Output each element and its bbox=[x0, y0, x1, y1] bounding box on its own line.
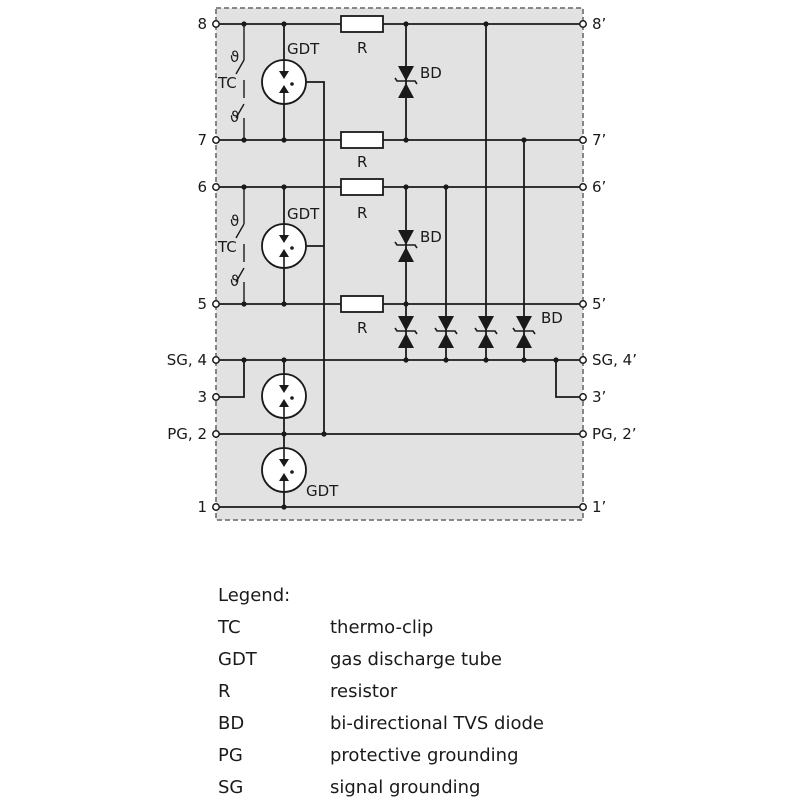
legend-abbr: GDT bbox=[218, 649, 257, 670]
tvs-label: BD bbox=[541, 309, 563, 327]
legend-abbr: TC bbox=[218, 617, 241, 638]
terminal-label-right: 5’ bbox=[592, 295, 606, 313]
thermo-clip-label: TC bbox=[217, 74, 237, 92]
gdt-bottom bbox=[261, 447, 307, 493]
terminal-label-right: PG, 2’ bbox=[592, 425, 637, 443]
resistor-7 bbox=[340, 131, 384, 149]
legend-row: TC thermo-clip bbox=[218, 612, 638, 644]
terminal-label-left: PG, 2 bbox=[167, 425, 207, 443]
gdt-label: GDT bbox=[306, 482, 339, 500]
legend-row: BD bi-directional TVS diode bbox=[218, 708, 638, 740]
tvs-label: BD bbox=[420, 228, 442, 246]
legend-row: GDT gas discharge tube bbox=[218, 644, 638, 676]
legend-desc: gas discharge tube bbox=[330, 649, 502, 670]
terminal-label-left: 5 bbox=[197, 295, 207, 313]
terminal-label-right: 8’ bbox=[592, 15, 606, 33]
terminal-label-right: 1’ bbox=[592, 498, 606, 516]
legend-desc: thermo-clip bbox=[330, 617, 434, 638]
terminal-label-left: 8 bbox=[197, 15, 207, 33]
resistor-label: R bbox=[357, 319, 367, 337]
thermo-clip-middle bbox=[235, 187, 245, 304]
legend-abbr: PG bbox=[218, 745, 243, 766]
terminal-label-left: SG, 4 bbox=[167, 351, 207, 369]
legend-desc: bi-directional TVS diode bbox=[330, 713, 544, 734]
legend: Legend: TC thermo-clip GDT gas discharge t… bbox=[218, 580, 638, 804]
thermo-clip-label: TC bbox=[217, 238, 237, 256]
resistor-8 bbox=[340, 15, 384, 33]
gdt-common-bus bbox=[306, 81, 325, 434]
terminal-label-left: 7 bbox=[197, 131, 207, 149]
tvs-label: BD bbox=[420, 64, 442, 82]
line-3-right bbox=[555, 360, 580, 398]
legend-row: PG protective grounding bbox=[218, 740, 638, 772]
thermo-symbol: ϑ bbox=[230, 108, 239, 126]
gdt-label: GDT bbox=[287, 40, 320, 58]
line-3-left bbox=[216, 360, 245, 398]
terminal-label-right: 3’ bbox=[592, 388, 606, 406]
resistor-label: R bbox=[357, 39, 367, 57]
terminal-label-left: 3 bbox=[197, 388, 207, 406]
legend-desc: protective grounding bbox=[330, 745, 519, 766]
gdt-label: GDT bbox=[287, 205, 320, 223]
thermo-symbol: ϑ bbox=[230, 272, 239, 290]
terminal-label-left: 1 bbox=[197, 498, 207, 516]
gdt-top bbox=[261, 59, 307, 105]
gdt-signal bbox=[261, 373, 307, 419]
thermo-symbol: ϑ bbox=[230, 212, 239, 230]
gdt-middle bbox=[261, 223, 307, 269]
legend-title: Legend: bbox=[218, 585, 291, 606]
thermo-clip-top bbox=[235, 24, 245, 140]
terminal-label-right: 7’ bbox=[592, 131, 606, 149]
resistor-5 bbox=[340, 295, 384, 313]
resistor-label: R bbox=[357, 204, 367, 222]
terminal-circles bbox=[212, 20, 587, 511]
terminal-label-left: 6 bbox=[197, 178, 207, 196]
resistor-label: R bbox=[357, 153, 367, 171]
legend-row: SG signal grounding bbox=[218, 772, 638, 804]
legend-abbr: BD bbox=[218, 713, 245, 734]
legend-desc: signal grounding bbox=[330, 777, 481, 798]
terminal-label-right: SG, 4’ bbox=[592, 351, 637, 369]
thermo-symbol: ϑ bbox=[230, 48, 239, 66]
legend-abbr: R bbox=[218, 681, 231, 702]
legend-desc: resistor bbox=[330, 681, 398, 702]
terminal-label-right: 6’ bbox=[592, 178, 606, 196]
legend-abbr: SG bbox=[218, 777, 244, 798]
resistor-6 bbox=[340, 178, 384, 196]
junction-dots bbox=[241, 21, 559, 510]
